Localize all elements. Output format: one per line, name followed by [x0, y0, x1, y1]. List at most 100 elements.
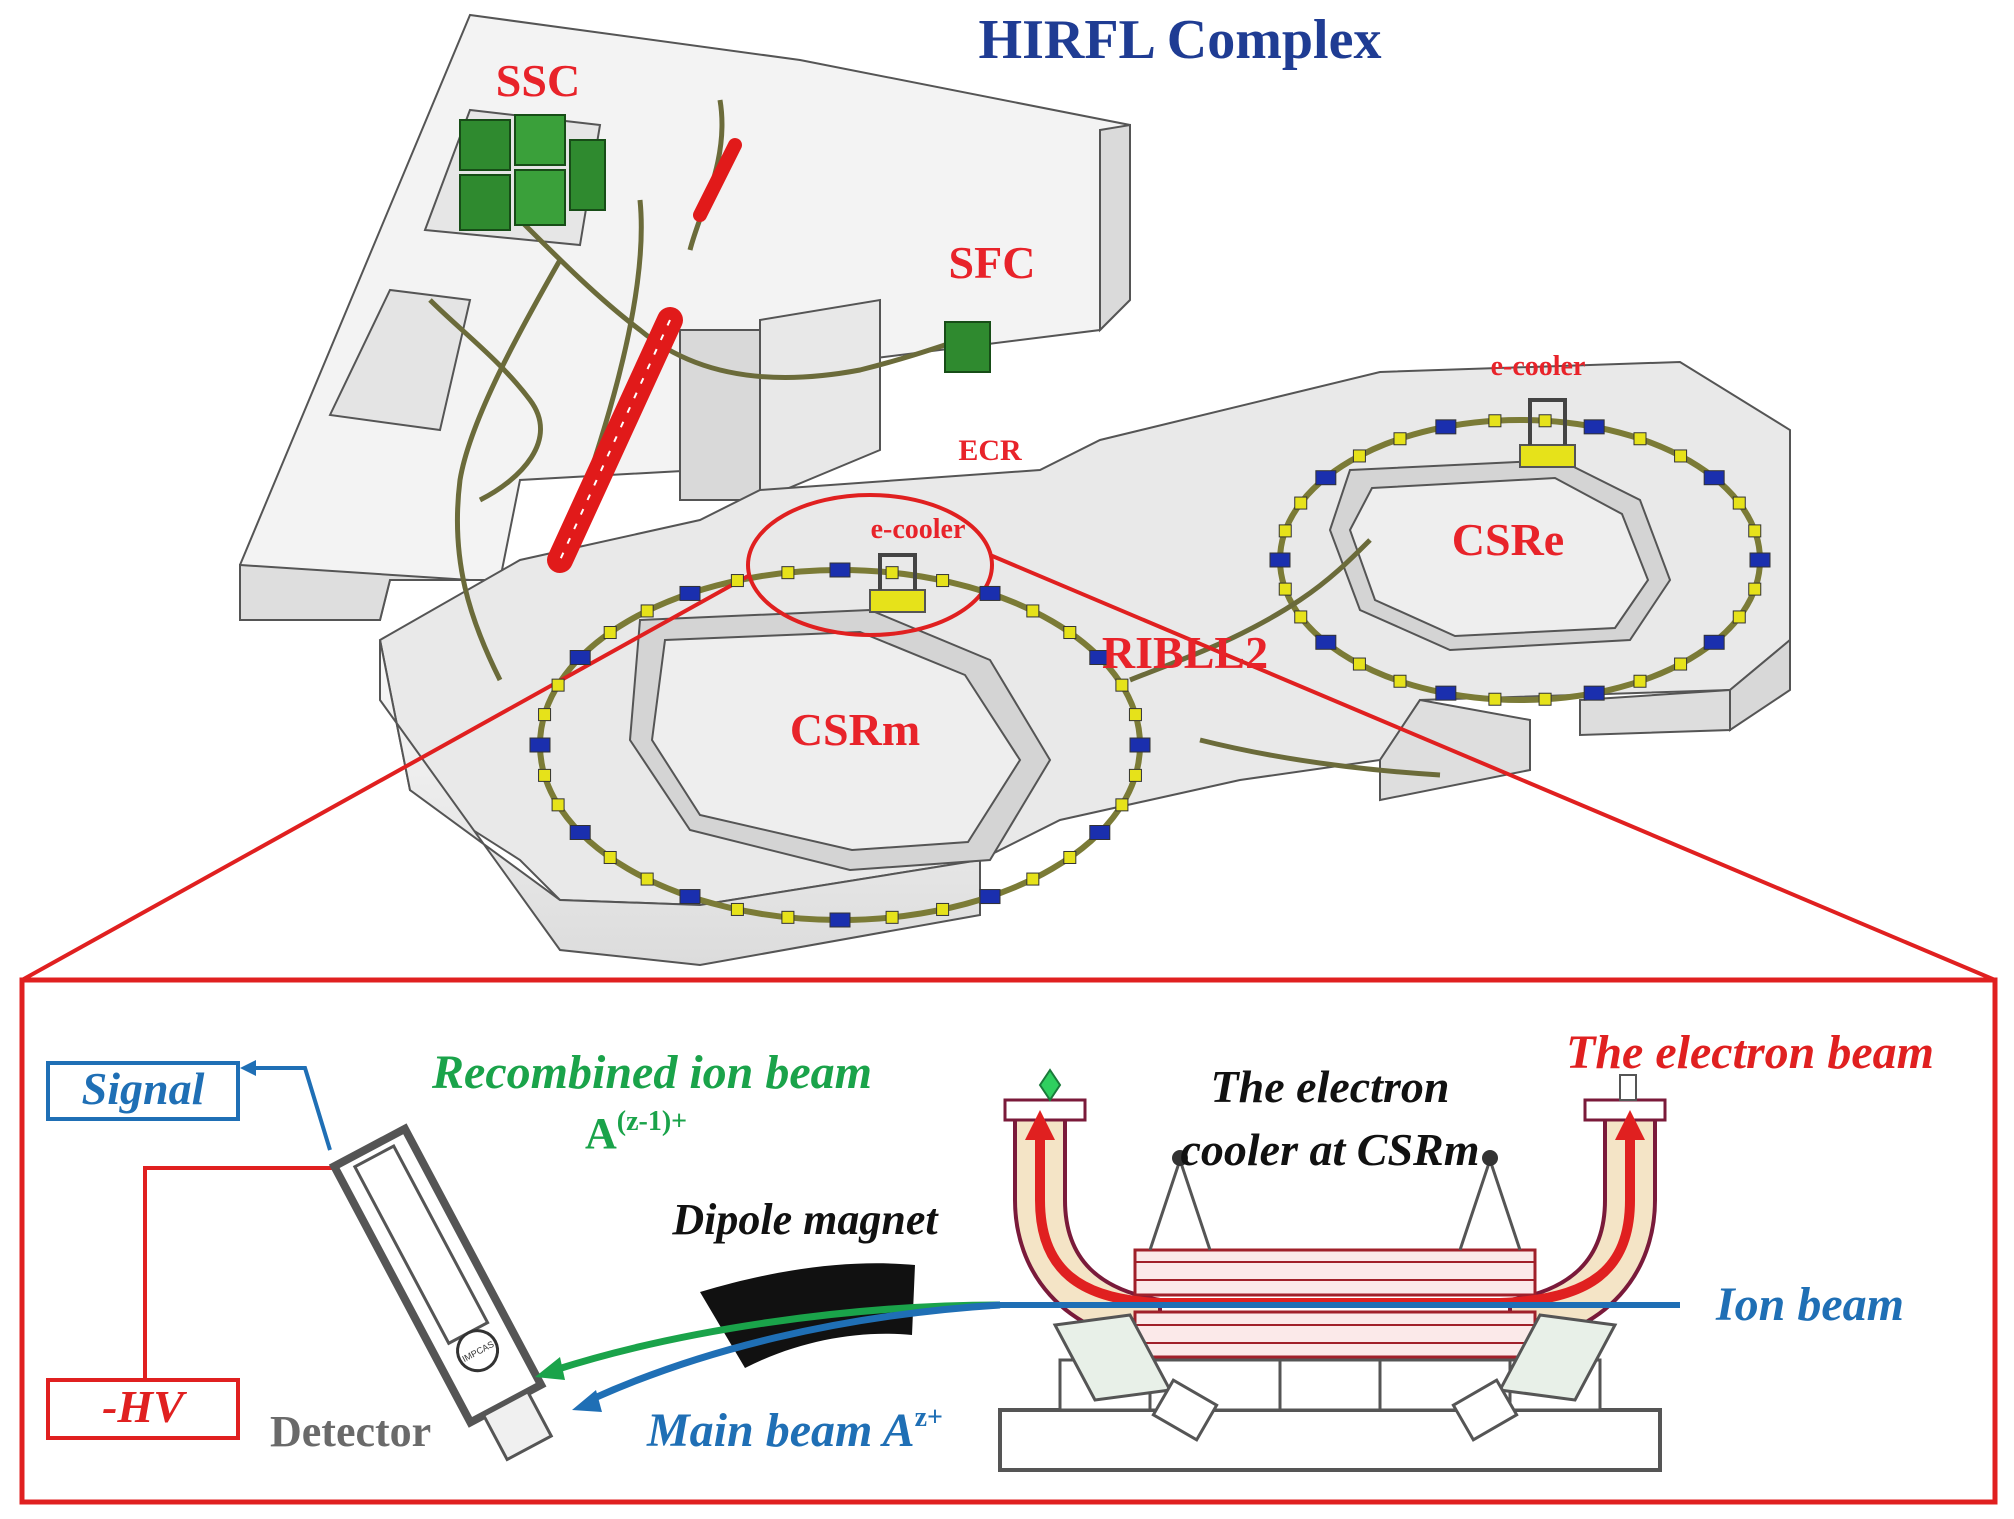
csrm-magnet-quadrupole — [1128, 708, 1142, 722]
csre-magnet-quadrupole — [1748, 524, 1762, 538]
csrm-magnet-quadrupole — [1063, 850, 1077, 864]
csrm-magnet-quadrupole — [1026, 872, 1040, 886]
label-ssc: SSC — [496, 55, 580, 106]
csre-magnet-dipole — [1315, 634, 1337, 650]
csre-magnet-dipole — [1703, 470, 1725, 486]
main-beam-path — [588, 1301, 1001, 1404]
csrm-magnet-quadrupole — [885, 566, 899, 580]
electron-beam-label: The electron beam — [1566, 1026, 1934, 1079]
csre-magnet-quadrupole — [1393, 432, 1407, 446]
csre-magnet-quadrupole — [1732, 610, 1746, 624]
signal-label: Signal — [82, 1063, 205, 1114]
csre-magnet-quadrupole — [1278, 582, 1292, 596]
csre-magnet-quadrupole — [1352, 449, 1366, 463]
csrm-magnet-dipole — [979, 585, 1001, 601]
label-ribll2: RIBLL2 — [1102, 627, 1268, 678]
dipole-magnet-label: Dipole magnet — [671, 1195, 939, 1244]
csrm-magnet-quadrupole — [538, 768, 552, 782]
signal-wire — [248, 1066, 332, 1151]
csrm-magnet-quadrupole — [1115, 798, 1129, 812]
csrm-magnet-quadrupole — [781, 910, 795, 924]
csre-magnet-quadrupole — [1278, 524, 1292, 538]
diagram-title: HIRFL Complex — [979, 9, 1382, 71]
signal-box — [46, 1061, 240, 1121]
csrm-magnet-quadrupole — [1063, 626, 1077, 640]
csrm-magnet-dipole — [1089, 825, 1111, 840]
csre-magnet-quadrupole — [1488, 692, 1502, 706]
sfc-cyclotron — [944, 321, 991, 373]
csrm-magnet-quadrupole — [730, 574, 744, 588]
csre-magnet-quadrupole — [1393, 674, 1407, 688]
hv-wire — [143, 1166, 345, 1380]
csre-magnet-quadrupole — [1732, 496, 1746, 510]
csrm-ecooler-body — [869, 589, 926, 613]
label-ecr: ECR — [958, 434, 1022, 467]
csre-magnet-quadrupole — [1633, 674, 1647, 688]
csrm-magnet-quadrupole — [1026, 604, 1040, 618]
label-csre: CSRe — [1452, 514, 1564, 565]
hirfl-layout — [21, 13, 1996, 982]
csrm-magnet-dipole — [1129, 737, 1151, 753]
csrm-magnet-dipole — [1089, 650, 1111, 665]
csrm-magnet-dipole — [679, 585, 701, 601]
detector: IMPCAS — [328, 1123, 554, 1462]
csre-magnet-quadrupole — [1352, 657, 1366, 671]
csrm-magnet-quadrupole — [640, 604, 654, 618]
csrm-magnet-quadrupole — [1115, 678, 1129, 692]
csrm-magnet-quadrupole — [936, 574, 950, 588]
csrm-magnet-quadrupole — [603, 850, 617, 864]
csre-magnet-quadrupole — [1633, 432, 1647, 446]
label-ecooler-csrm: e-cooler — [871, 514, 966, 545]
csrm-magnet-dipole — [829, 562, 851, 578]
csrm-magnet-quadrupole — [538, 708, 552, 722]
csre-magnet-dipole — [1583, 419, 1605, 435]
csre-magnet-dipole — [1749, 552, 1771, 568]
ecooler-highlight — [746, 493, 994, 637]
label-sfc: SFC — [949, 237, 1036, 288]
csre-magnet-dipole — [1269, 552, 1291, 568]
csre-magnet-quadrupole — [1748, 582, 1762, 596]
csre-magnet-quadrupole — [1488, 414, 1502, 428]
csrm-magnet-quadrupole — [551, 678, 565, 692]
csrm-magnet-quadrupole — [781, 566, 795, 580]
ion-beam-label: Ion beam — [1715, 1278, 1904, 1331]
csrm-magnet-quadrupole — [1128, 768, 1142, 782]
cooler-label-line1: The electron — [1211, 1061, 1450, 1112]
csre-magnet-dipole — [1315, 470, 1337, 486]
csrm-magnet-quadrupole — [551, 798, 565, 812]
csrm-magnet-dipole — [529, 737, 551, 753]
csre-magnet-dipole — [1703, 634, 1725, 650]
csre-magnet-quadrupole — [1674, 657, 1688, 671]
csrm-ring — [537, 567, 1143, 923]
label-csrm: CSRm — [790, 704, 920, 755]
csrm-magnet-quadrupole — [885, 910, 899, 924]
main-beam-label: Main beam Az+ — [646, 1402, 943, 1457]
csrm-magnet-quadrupole — [730, 902, 744, 916]
recombined-formula: A(z-1)+ — [585, 1106, 687, 1158]
cooler-label-line2: cooler at CSRm — [1180, 1124, 1479, 1175]
csrm-magnet-dipole — [679, 889, 701, 905]
csre-magnet-dipole — [1435, 419, 1457, 435]
csrm-magnet-dipole — [569, 650, 591, 665]
csre-magnet-quadrupole — [1538, 692, 1552, 706]
hv-label: -HV — [102, 1381, 187, 1432]
csre-ecooler-body — [1519, 444, 1576, 468]
recombined-beam-label: Recombined ion beam — [431, 1046, 872, 1099]
csrm-magnet-dipole — [569, 825, 591, 840]
csre-magnet-quadrupole — [1538, 414, 1552, 428]
csre-magnet-dipole — [1583, 685, 1605, 701]
label-ecooler-csre: e-cooler — [1491, 351, 1586, 382]
csrm-magnet-dipole — [979, 889, 1001, 905]
electron-cooler — [998, 1068, 1667, 1472]
detector-label: Detector — [270, 1407, 431, 1456]
csre-magnet-dipole — [1435, 685, 1457, 701]
injection-line — [547, 138, 742, 573]
csre-magnet-quadrupole — [1294, 610, 1308, 624]
ssc-cyclotron — [459, 114, 606, 231]
recombined-beam-path — [553, 1301, 1001, 1374]
csrm-magnet-quadrupole — [640, 872, 654, 886]
csrm-magnet-dipole — [829, 912, 851, 928]
csre-ring — [1277, 417, 1763, 703]
csre-magnet-quadrupole — [1674, 449, 1688, 463]
